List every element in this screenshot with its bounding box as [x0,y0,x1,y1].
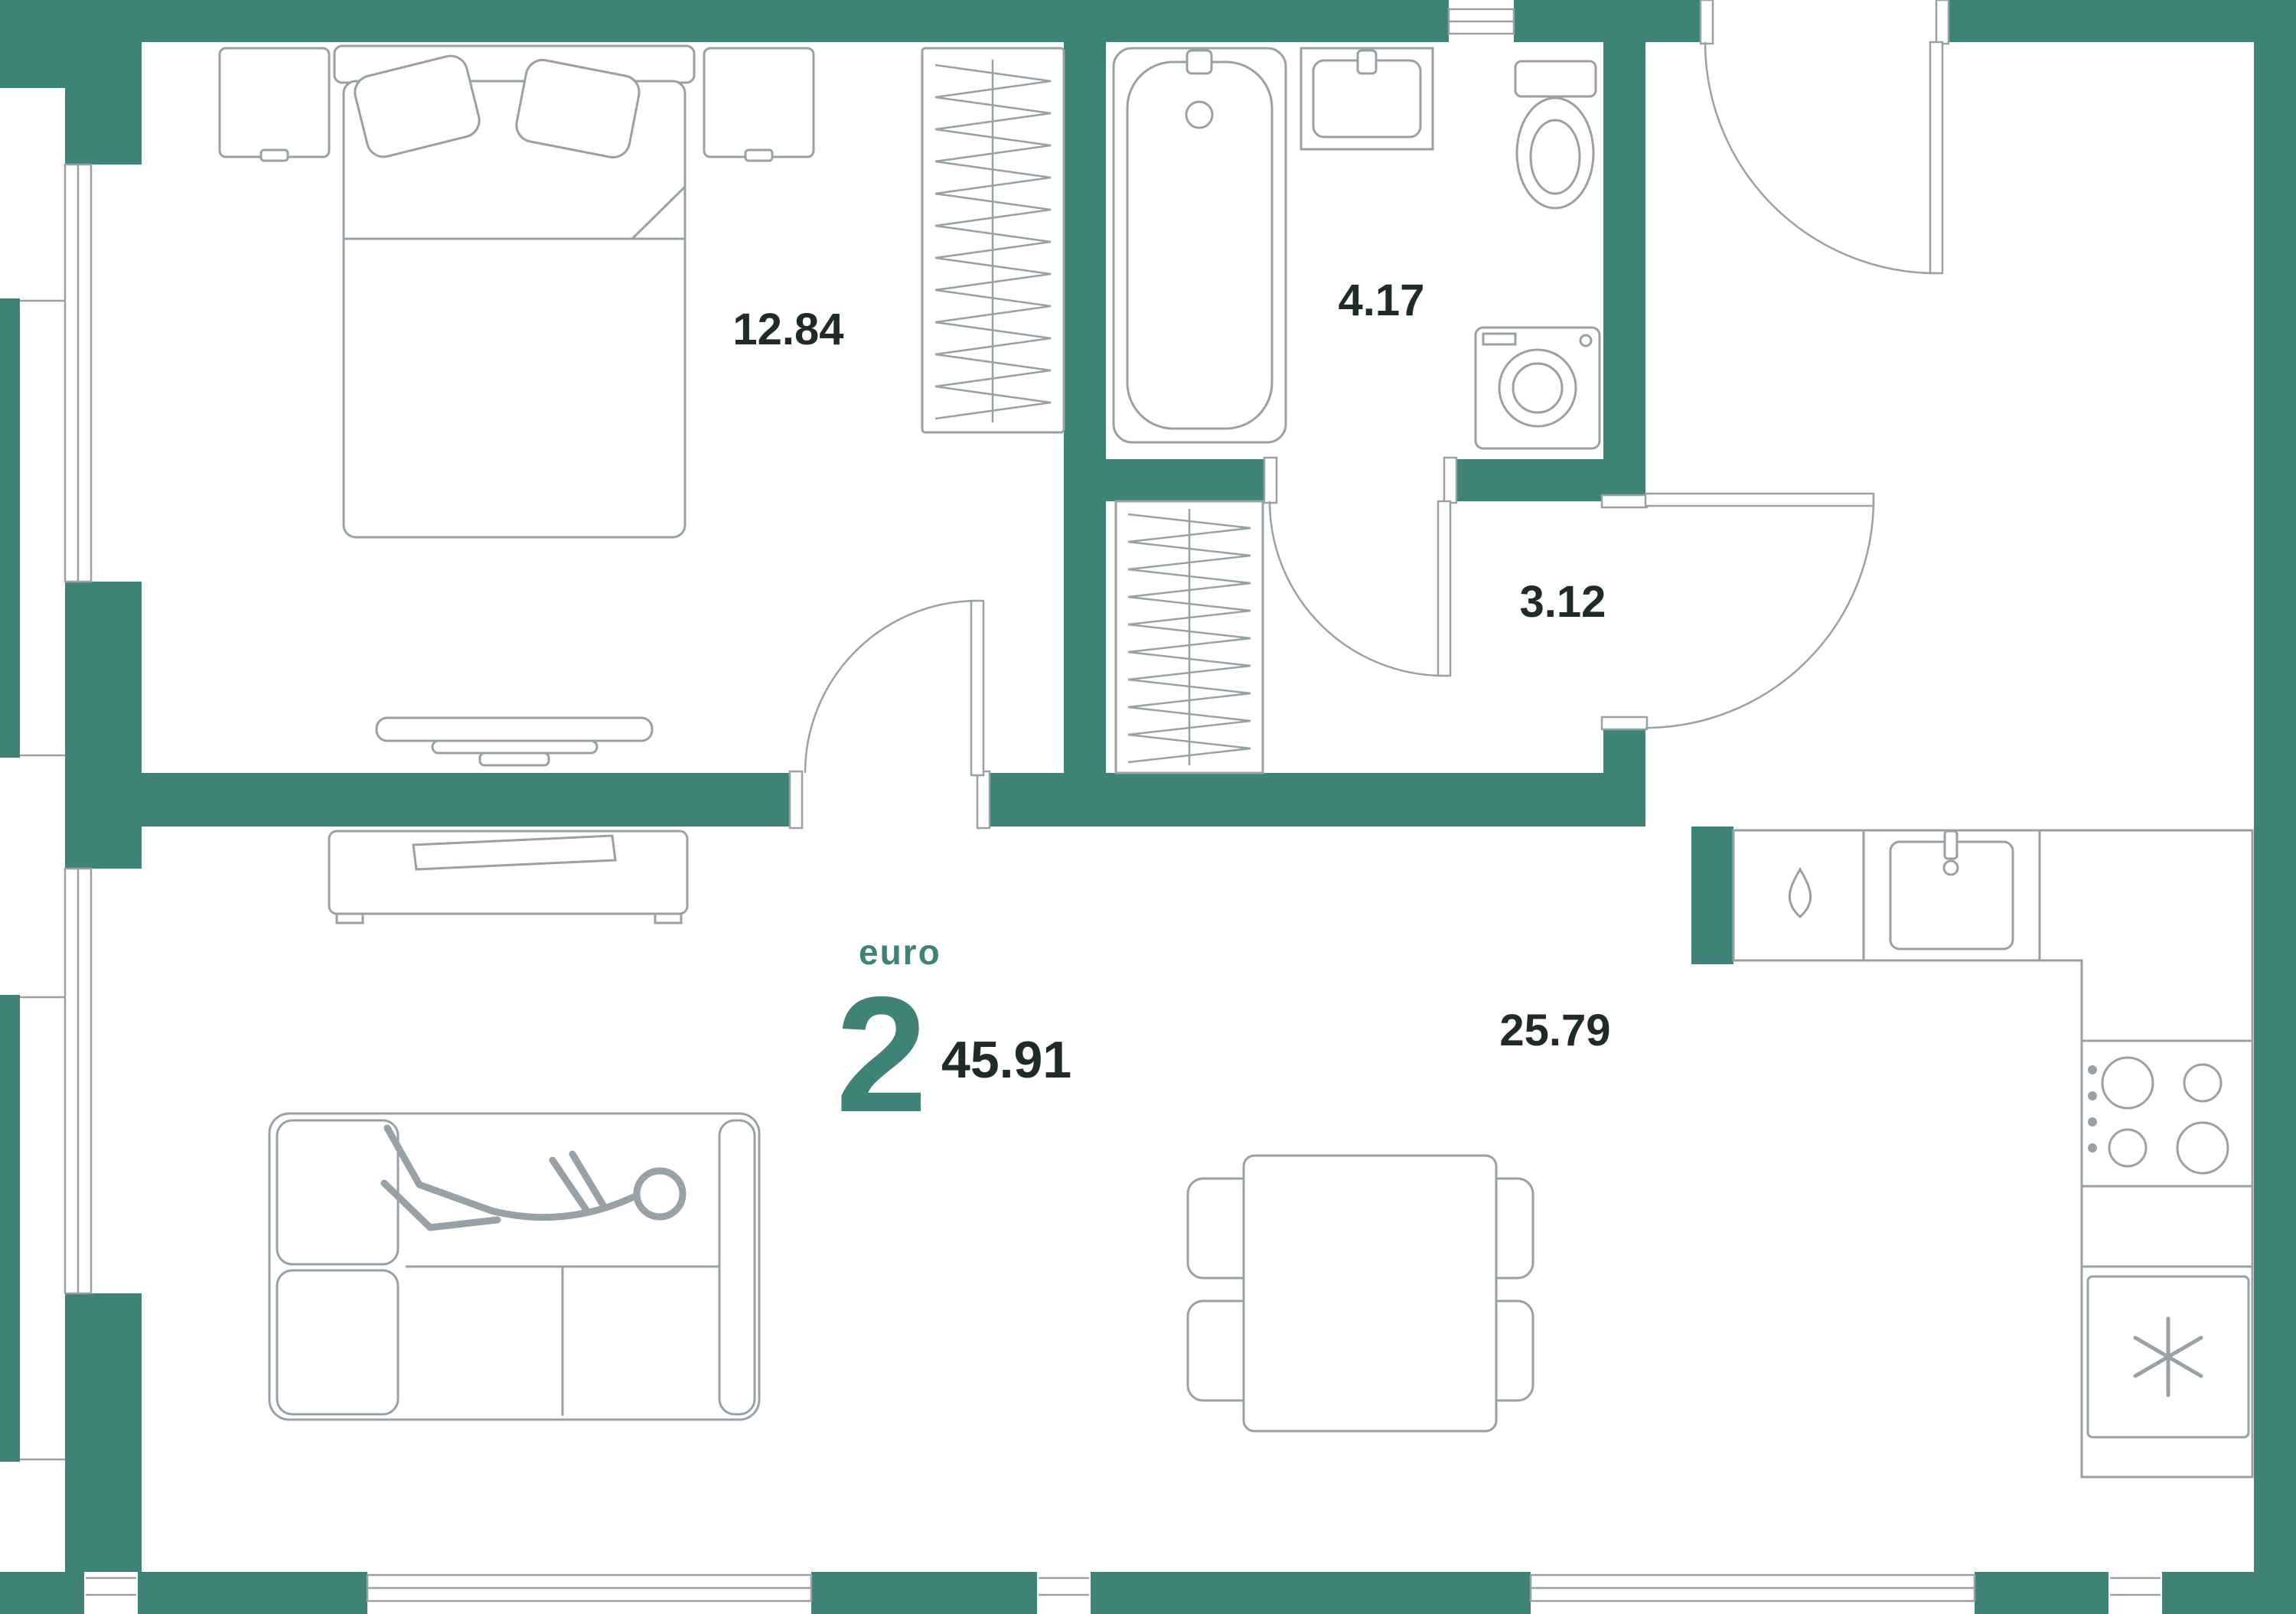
door-leaf [970,599,985,777]
wall-bottom-3 [811,1572,1037,1614]
unit-total-area: 45.91 [941,1031,1071,1089]
pillow-left [354,54,481,158]
door-leaf [1929,41,1944,275]
kitchen-door [1600,492,1875,731]
snowflake-icon [2133,1316,2203,1397]
wall-bath-bottom-left [1106,459,1270,501]
droplet-icon [1788,867,1812,919]
sofa [268,1112,761,1421]
door-swing-arc [804,599,978,774]
wall-left-top [65,42,142,165]
wall-bedroom-bottom-left [65,773,796,827]
window-left-lower [64,867,93,1295]
unit-rooms-count: 2 [836,962,928,1146]
sofa-back-cushion-2 [276,1269,400,1416]
hanger-zigzag-icon [934,64,1052,420]
washer-panel [1482,332,1517,346]
dining-table [1242,1154,1498,1433]
unit-type-label: euro [859,932,941,972]
hall-wardrobe [1114,500,1264,774]
bedroom-wardrobe [921,47,1065,434]
bathroom-sink [1300,47,1434,151]
fridge [2086,1275,2250,1439]
wall-bedroom-bottom-right [983,773,1064,827]
kitchen [1732,829,2254,1479]
pillow-right [515,58,641,159]
doors [788,0,1950,830]
burner [2176,1121,2229,1175]
bedroom-tv-stand [375,716,654,767]
window-left-upper [64,163,93,583]
bathroom-door [1263,456,1458,677]
bedroom-door [788,599,991,830]
washer-drum [1498,348,1577,428]
wall-bottom-1 [0,1572,84,1614]
burner [2183,1063,2223,1103]
wall-break-lines [20,299,2161,1596]
blanket-fold [631,185,687,240]
wall-top-left [0,0,1449,42]
bathtub [1112,47,1287,444]
hallway-area-label: 3.12 [1520,577,1606,627]
double-bed [333,44,696,539]
wall-top-mid [1514,0,1707,42]
bathroom-fixtures [1112,47,1601,450]
kitchen-area-label: 25.79 [1499,1006,1610,1055]
wall-bottom-6 [2162,1572,2296,1614]
living-room-furniture [268,830,1534,1433]
entry-door [1699,0,1950,275]
bedroom-furniture [218,44,1065,767]
wall-kitchen-stub [1691,827,1733,964]
door-swing-arc [1645,499,1875,729]
burner [2108,1128,2148,1168]
vent-window-top [1447,8,1515,35]
wall-bottom-5 [1975,1572,2108,1614]
door-swing-arc [1704,41,1937,275]
wall-left-bottom [65,1293,142,1572]
wall-right [2254,0,2296,1614]
bed-mattress [342,80,687,539]
tub-drain [1185,100,1214,129]
windows [20,8,2161,1603]
wall-bottom-4 [1091,1572,1531,1614]
sink-faucet [1356,49,1378,75]
toilet [1514,60,1597,210]
toilet-bowl [1515,96,1595,210]
tv-screen [412,834,617,871]
labels: 12.84 4.17 3.12 25.79 euro 2 45.91 [732,276,1610,1146]
hanger-zigzag-icon [1127,513,1251,764]
washing-machine [1474,326,1601,450]
wall-hall-bottom [1064,773,1645,827]
door-leaf [1644,492,1875,507]
door-leaf [1437,500,1452,677]
balcony-strip-upper [0,298,20,758]
wall-bottom-2 [138,1572,367,1614]
dining-set [1186,1154,1534,1433]
wall-bedroom-bath [1064,42,1106,827]
kitchen-faucet [1943,830,1958,860]
stove [2088,1056,2229,1175]
nightstand-right [703,47,815,162]
bedroom-area-label: 12.84 [732,305,843,354]
wall-bath-right [1603,42,1645,501]
burner [2101,1056,2154,1110]
tub-faucet [1186,49,1213,75]
tv-console [328,830,689,924]
bathroom-area-label: 4.17 [1339,276,1425,325]
person-on-sofa [380,1124,687,1231]
door-swing-arc [1268,501,1445,677]
balcony-strip-lower [0,995,20,1462]
wall-top-right [1936,0,2296,42]
window-bottom-right [1529,1573,1976,1603]
toilet-tank [1514,60,1597,98]
window-bottom-left [366,1573,813,1603]
kitchen-sink [1889,830,2014,950]
nightstand-left [218,47,331,162]
